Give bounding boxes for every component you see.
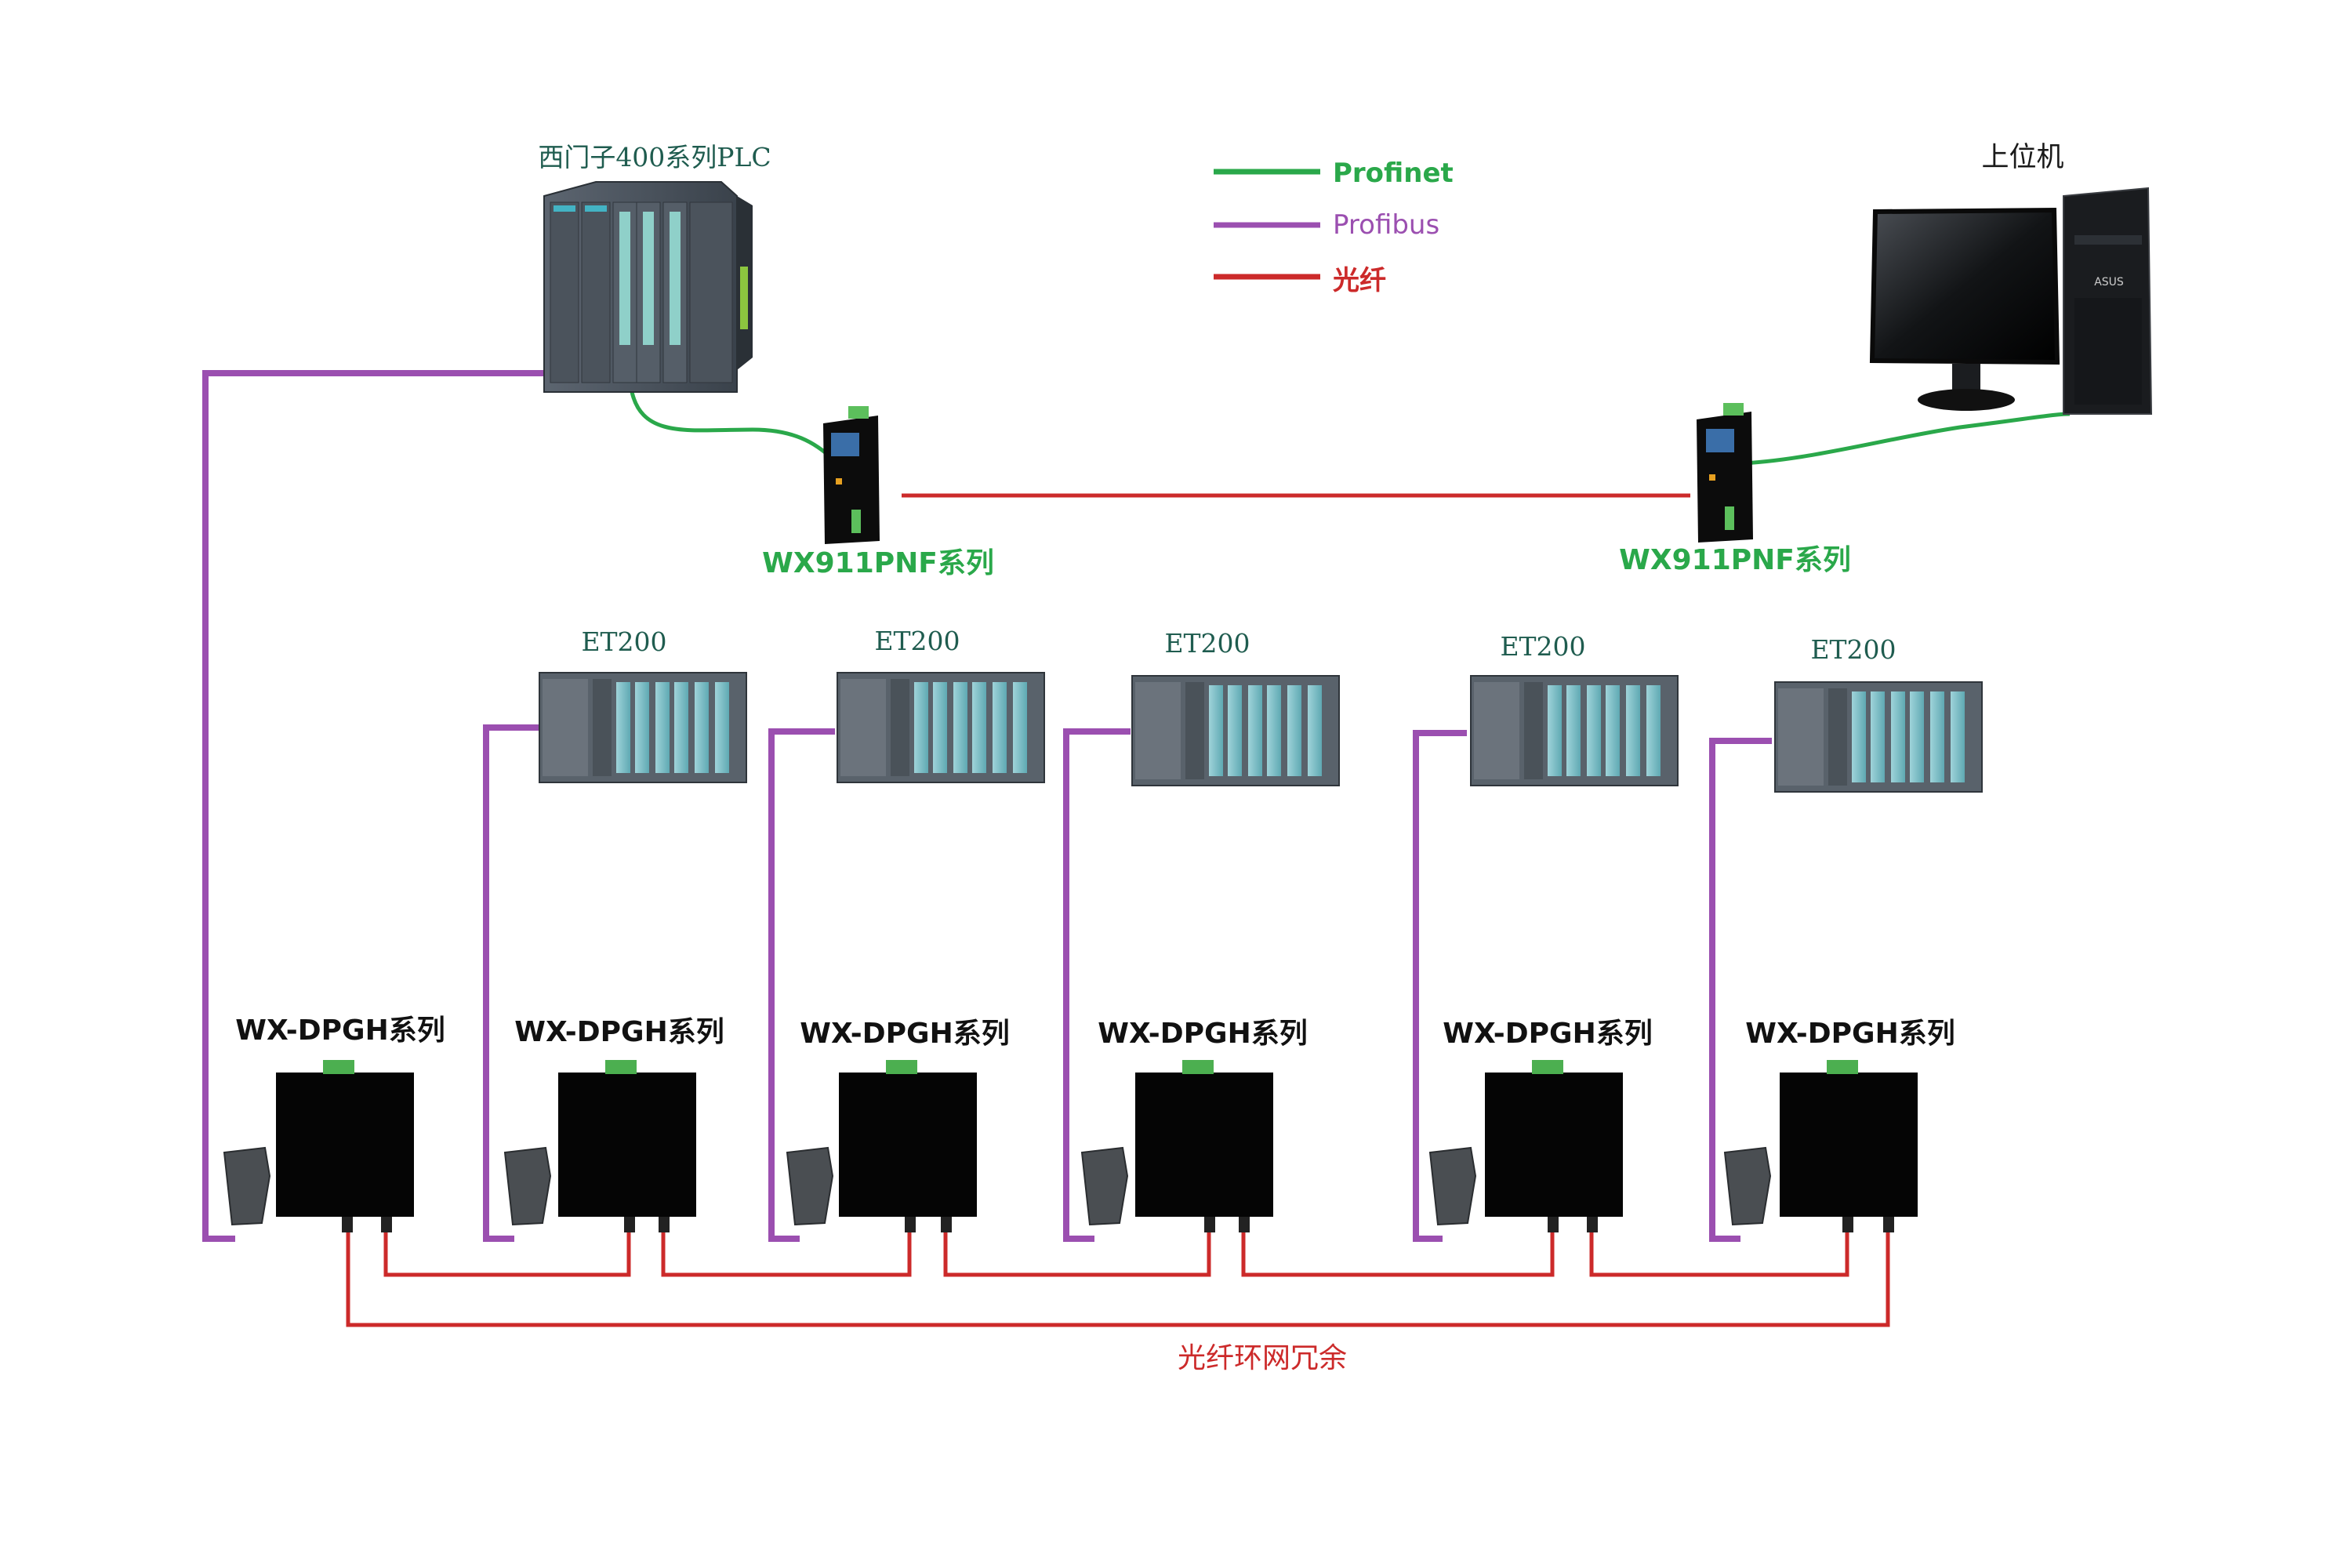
- media-converter-icon: [1697, 403, 1753, 543]
- pc-label: 上位机: [1981, 142, 2063, 173]
- dpgh-unit-5: [1428, 1060, 1623, 1232]
- et200-label-1: ET200: [581, 626, 666, 657]
- converter-label-2: WX911PNF系列: [1619, 544, 1851, 576]
- media-converter-icon: [823, 406, 880, 544]
- et200-label-5: ET200: [1810, 634, 1896, 665]
- plc-rack-icon: 西门子400系列PLC: [538, 142, 771, 393]
- profibus-cable-4: [1413, 730, 1467, 1242]
- profibus-cable-2: [768, 728, 835, 1242]
- fiber-ring-redundant-loop: [346, 1229, 1890, 1327]
- profibus-connector-icon: [223, 1146, 271, 1226]
- dpgh-label-6: WX-DPGH系列: [1745, 1018, 1955, 1050]
- et200-label-2: ET200: [874, 626, 960, 656]
- dpgh-label-1: WX-DPGH系列: [235, 1014, 445, 1047]
- et200-station-1: ET200: [539, 626, 747, 783]
- desktop-computer-icon: 上位机 ASUS: [1869, 142, 2153, 415]
- fiber-link-3: [943, 1229, 1211, 1277]
- profibus-cable-1: [483, 724, 539, 1242]
- profibus-connector-icon: [786, 1146, 834, 1226]
- ring-redundancy-label: 光纤环网冗余: [1178, 1342, 1347, 1374]
- profibus-cable-3: [1063, 728, 1131, 1242]
- pc-brand: ASUS: [2094, 276, 2124, 289]
- et200-station-2: ET200: [837, 626, 1045, 783]
- plc-label: 西门子400系列PLC: [538, 142, 771, 172]
- dpgh-label-4: WX-DPGH系列: [1098, 1018, 1307, 1050]
- profinet-cable-plc: [630, 391, 837, 463]
- et200-label-3: ET200: [1164, 628, 1250, 659]
- dpgh-unit-4: [1080, 1060, 1273, 1232]
- legend-profinet-label: Profinet: [1333, 158, 1454, 189]
- et200-station-5: ET200: [1774, 634, 1983, 793]
- profibus-connector-icon: [1080, 1146, 1129, 1226]
- dpgh-unit-1: [223, 1060, 414, 1232]
- profibus-connector-icon: [503, 1146, 552, 1226]
- et200-station-4: ET200: [1470, 631, 1679, 786]
- fiber-link-2: [661, 1229, 912, 1277]
- profinet-cable-pc: [1724, 412, 2071, 466]
- profibus-cable-plc: [202, 370, 544, 1242]
- fiber-link-4: [1241, 1229, 1555, 1277]
- dpgh-label-5: WX-DPGH系列: [1443, 1018, 1652, 1050]
- profibus-connector-icon: [1428, 1146, 1477, 1226]
- dpgh-unit-6: [1723, 1060, 1918, 1232]
- legend: Profinet Profibus 光纤: [1214, 158, 1454, 296]
- legend-fiber-label: 光纤: [1333, 265, 1386, 296]
- profibus-connector-icon: [1723, 1146, 1772, 1226]
- et200-label-4: ET200: [1500, 631, 1585, 662]
- dpgh-unit-3: [786, 1060, 977, 1232]
- legend-profibus-label: Profibus: [1333, 209, 1439, 241]
- et200-station-3: ET200: [1131, 628, 1340, 786]
- dpgh-label-2: WX-DPGH系列: [514, 1016, 724, 1048]
- dpgh-label-3: WX-DPGH系列: [800, 1018, 1009, 1050]
- converter-label-1: WX911PNF系列: [762, 547, 994, 579]
- fiber-link-1: [383, 1229, 631, 1277]
- dpgh-unit-2: [503, 1060, 696, 1232]
- fiber-link-5: [1589, 1229, 1849, 1277]
- profibus-cable-5: [1709, 738, 1772, 1242]
